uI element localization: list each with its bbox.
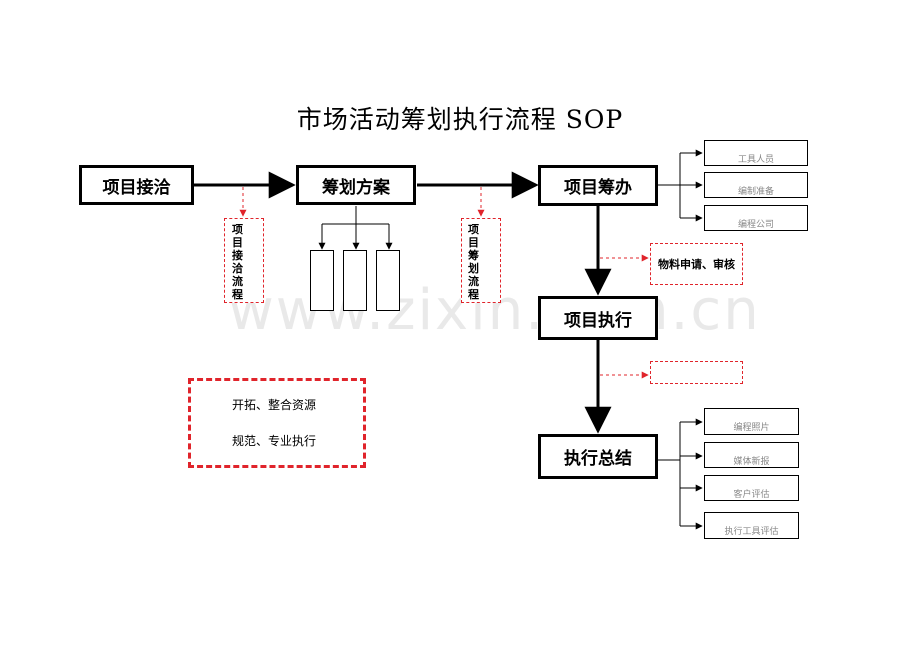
step-plan: 筹划方案 <box>296 165 416 205</box>
step-label: 项目筹办 <box>564 178 632 198</box>
plan-item-box <box>310 250 334 311</box>
plan-item-box <box>376 250 400 311</box>
summary-branch <box>658 418 703 530</box>
step-label: 项目接洽 <box>102 177 171 198</box>
prep-output-label: 编程公司 <box>737 219 774 230</box>
note-plan-process <box>461 218 501 303</box>
step-contact: 项目接洽 <box>79 165 194 205</box>
plan-item-box <box>343 250 367 311</box>
prep-output: 编制准备 <box>704 172 808 198</box>
summary-output-label: 执行工具评估 <box>724 527 779 537</box>
note-contact-text: 项目接洽流程 <box>232 223 243 301</box>
core-line-2: 规范、专业执行 <box>232 434 317 448</box>
prep-output: 工具人员 <box>704 140 808 166</box>
step-label: 项目执行 <box>564 310 632 331</box>
note-execution <box>650 361 743 384</box>
step-prepare: 项目筹办 <box>538 165 658 206</box>
prep-branch <box>658 149 703 222</box>
summary-output-label: 客户评估 <box>733 489 770 500</box>
plan-branch <box>318 206 393 250</box>
step-label: 执行总结 <box>564 449 632 469</box>
core-principles-box <box>188 378 366 468</box>
step-summary: 执行总结 <box>538 434 658 479</box>
note-contact-process <box>224 218 264 303</box>
prep-output-label: 编制准备 <box>737 186 774 197</box>
page-title: 市场活动筹划执行流程 SOP <box>296 105 624 134</box>
summary-output-label: 媒体新报 <box>733 456 770 467</box>
step-execute: 项目执行 <box>538 296 658 340</box>
step-label: 筹划方案 <box>322 177 390 198</box>
prep-output-label: 工具人员 <box>737 154 774 165</box>
summary-output-label: 编程照片 <box>733 423 770 433</box>
summary-output: 媒体新报 <box>704 442 799 468</box>
note-plan-text: 项目筹划流程 <box>468 223 479 301</box>
summary-output: 执行工具评估 <box>704 512 799 539</box>
summary-output: 客户评估 <box>704 475 799 501</box>
note-material: 物料申请、审核 <box>650 243 743 285</box>
summary-output: 编程照片 <box>704 408 799 435</box>
prep-output: 编程公司 <box>704 205 808 231</box>
core-line-1: 开拓、整合资源 <box>232 398 317 412</box>
note-material-text: 物料申请、审核 <box>658 258 735 271</box>
